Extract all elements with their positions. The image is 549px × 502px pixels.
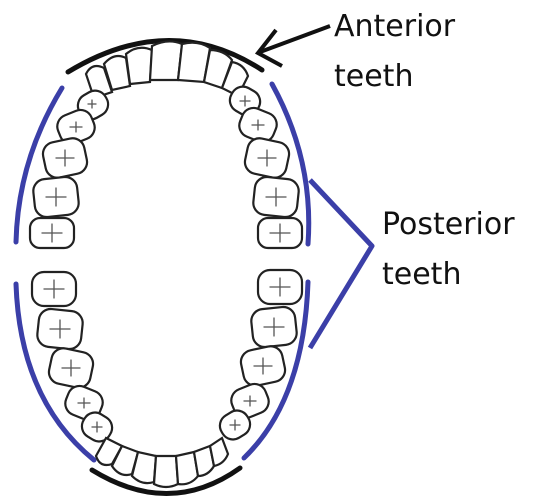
lower-left-posterior-teeth [32,272,117,446]
lower-anterior-teeth [96,438,228,487]
tooth [210,438,228,466]
posterior-teeth-label-line2: teeth [382,258,461,292]
tooth [154,456,178,487]
upper-right-posterior-teeth [226,82,302,248]
lower-right-posterior-teeth [215,270,302,444]
posterior-teeth-label-line1: Posterior [382,208,515,242]
tooth [150,41,182,80]
anterior-teeth-label-line2: teeth [334,60,413,94]
posterior-leader-lines [310,180,372,348]
tooth [126,48,152,84]
anterior-teeth-label-line1: Anterior [334,10,455,44]
upper-left-posterior-teeth [30,86,112,248]
